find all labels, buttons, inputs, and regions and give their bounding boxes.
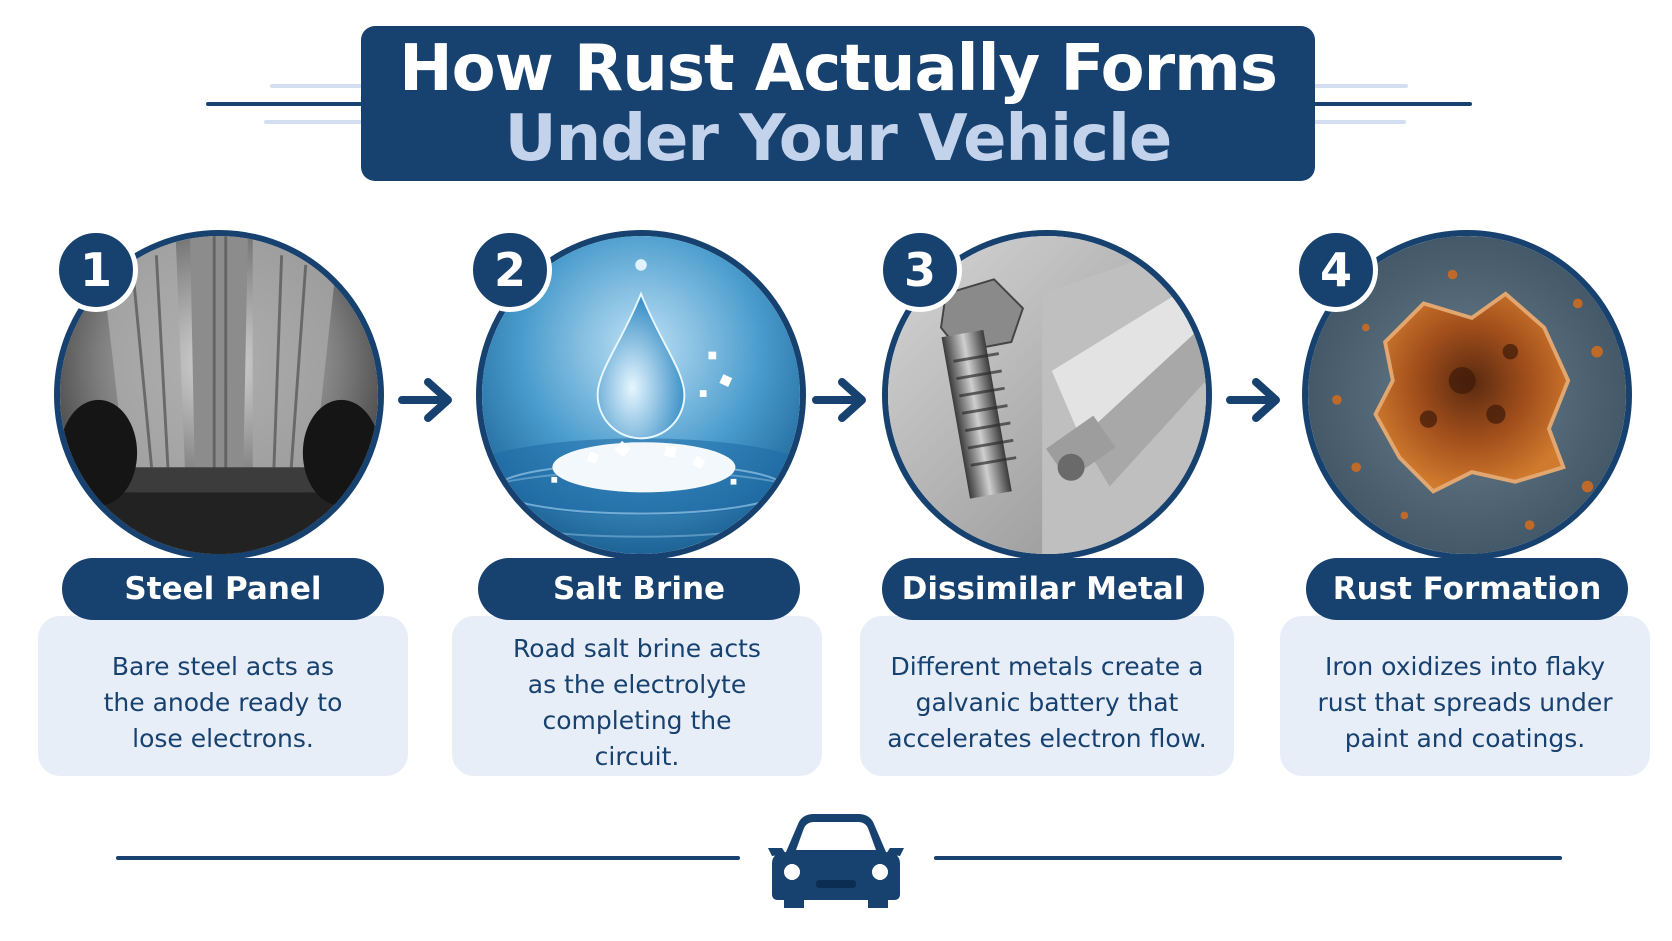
step-description-card: Iron oxidizes into flaky rust that sprea…: [1280, 616, 1650, 776]
step-number-badge: 3: [878, 228, 962, 312]
step-1: 1 Steel Panel Bare steel acts as the ano…: [4, 228, 408, 788]
header-deco-line-left: [206, 102, 362, 106]
header-deco-line-left-bottom: [264, 120, 362, 124]
step-number-badge: 4: [1294, 228, 1378, 312]
dissimilar-metal-image: [882, 230, 1212, 560]
footer-divider-left: [116, 856, 740, 860]
step-label: Salt Brine: [478, 558, 800, 620]
footer-divider-right: [934, 856, 1562, 860]
header-deco-line-right-top: [1314, 84, 1408, 88]
step-label: Rust Formation: [1306, 558, 1628, 620]
step-2: 2 Salt Brine Road salt brine acts as the…: [424, 228, 824, 788]
arrow-right-icon: [812, 372, 872, 428]
step-number-badge: 2: [468, 228, 552, 312]
header-deco-line-right-bottom: [1314, 120, 1406, 124]
step-description-card: Different metals create a galvanic batte…: [860, 616, 1234, 776]
step-4: 4 Rust Formation Iron oxidizes into flak…: [1250, 228, 1650, 788]
step-description: Iron oxidizes into flaky rust that sprea…: [1317, 652, 1613, 753]
step-description: Road salt brine acts as the electrolyte …: [513, 634, 761, 771]
step-label: Steel Panel: [62, 558, 384, 620]
step-description: Different metals create a galvanic batte…: [887, 652, 1207, 753]
step-description: Bare steel acts as the anode ready to lo…: [103, 652, 343, 753]
step-label: Dissimilar Metal: [882, 558, 1204, 620]
header-deco-line-left-top: [270, 84, 362, 88]
car-icon: [768, 810, 904, 910]
arrow-right-icon: [398, 372, 458, 428]
title-banner: How Rust Actually Forms Under Your Vehic…: [361, 26, 1315, 181]
arrow-right-icon: [1226, 372, 1286, 428]
step-number-badge: 1: [54, 228, 138, 312]
step-description-card: Road salt brine acts as the electrolyte …: [452, 616, 822, 776]
step-3: 3 Dissimilar Metal Different metals crea…: [834, 228, 1234, 788]
step-description-card: Bare steel acts as the anode ready to lo…: [38, 616, 408, 776]
page-title: How Rust Actually Forms: [399, 31, 1278, 106]
undercarriage-image: [54, 230, 384, 560]
page-subtitle: Under Your Vehicle: [504, 101, 1173, 176]
header-deco-line-right: [1314, 102, 1472, 106]
